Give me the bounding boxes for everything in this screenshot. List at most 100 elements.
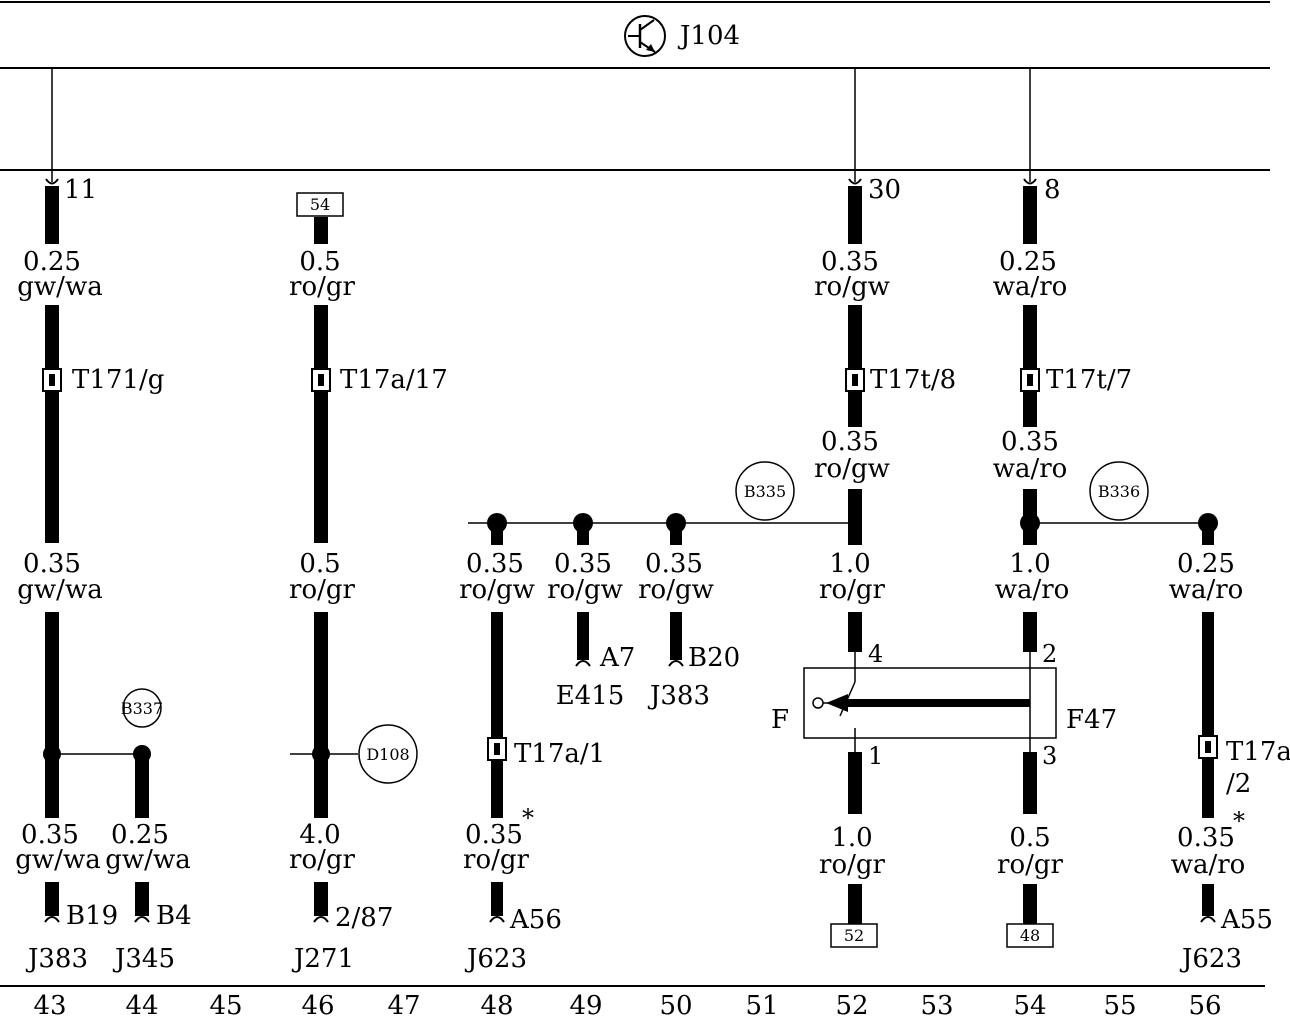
wire-color: wa/ro <box>993 454 1068 484</box>
reference-label: 48 <box>1020 926 1040 945</box>
switch-contact-icon <box>812 697 824 709</box>
column-number: 49 <box>569 991 602 1017</box>
terminal-label: B20 <box>688 643 740 673</box>
wire-size: 0.35 <box>465 820 523 850</box>
column-number: 45 <box>209 991 242 1017</box>
wire-color: ro/gr <box>819 575 885 605</box>
destination-label: J345 <box>112 944 175 974</box>
reference-box <box>830 923 878 948</box>
switch-f47: F F47 <box>771 652 1117 752</box>
wire-size: 0.35 <box>554 549 612 579</box>
wire-color: wa/ro <box>1169 575 1244 605</box>
terminal-label: B4 <box>156 901 192 931</box>
switch-actuator <box>840 699 1030 707</box>
column-number: 43 <box>33 991 66 1017</box>
terminal-icon <box>668 660 684 667</box>
wire-color: gw/wa <box>17 575 102 605</box>
wire-color: ro/gr <box>289 575 355 605</box>
wire-size: 0.35 <box>1001 427 1059 457</box>
ground-label: B337 <box>121 699 163 718</box>
destination-label: J271 <box>291 944 354 974</box>
arrow-left-icon <box>826 694 848 712</box>
pin-30: 30 <box>868 175 901 205</box>
connector-label: T171/g <box>72 365 164 395</box>
wire-color: ro/gr <box>463 845 529 875</box>
column-46-circuit: 54 0.5 ro/gr T17a/17 0.5 ro/gr D108 4.0 … <box>289 192 448 974</box>
connector-label: T17a <box>1226 737 1290 767</box>
wire-color: wa/ro <box>995 575 1070 605</box>
terminal-label: A7 <box>599 643 635 673</box>
wire-color: ro/gw <box>814 454 890 484</box>
column-44-circuit: B337 0.25 gw/wa B4 J345 <box>105 688 192 974</box>
column-number: 54 <box>1013 991 1046 1017</box>
switch-pin-2: 2 <box>1042 640 1057 668</box>
column-50-circuit: 0.35 ro/gw B20 J383 <box>638 513 740 711</box>
wire-color: gw/wa <box>15 845 100 875</box>
reference-box <box>296 192 344 217</box>
wire-color: ro/gw <box>814 272 890 302</box>
wire-size: 0.35 <box>23 549 81 579</box>
terminal-icon <box>575 660 591 667</box>
pin-11: 11 <box>64 175 97 205</box>
asterisk-note: * <box>522 804 534 832</box>
column-number-strip: 43 44 45 46 47 48 49 50 51 52 53 54 55 5… <box>0 985 1265 1017</box>
column-43-circuit: 11 0.25 gw/wa T171/g 0.35 gw/wa 0.35 gw/… <box>15 68 164 974</box>
transistor-icon <box>624 15 666 57</box>
control-module-j104: J104 <box>0 1 1270 171</box>
wire-size: 0.35 <box>21 820 79 850</box>
ground-b337: B337 <box>121 688 163 728</box>
wire-size: 0.35 <box>466 549 524 579</box>
terminal-icon <box>134 916 150 923</box>
column-number: 48 <box>480 991 513 1017</box>
ground-label: D108 <box>366 745 409 764</box>
reference-label: 54 <box>310 195 330 214</box>
terminal-label: 2/87 <box>335 903 393 933</box>
ground-b336: B336 <box>1089 461 1149 521</box>
wire-color: gw/wa <box>105 845 190 875</box>
wire-color: ro/gr <box>289 845 355 875</box>
terminal-label: A56 <box>509 905 562 935</box>
terminal-icon <box>44 916 60 923</box>
wire-color: ro/gr <box>289 272 355 302</box>
wire-size: 1.0 <box>831 823 872 853</box>
destination-label: J383 <box>647 681 710 711</box>
wire-size: 0.25 <box>23 247 81 277</box>
wire-size: 0.35 <box>645 549 703 579</box>
column-number: 55 <box>1103 991 1136 1017</box>
destination-label: E415 <box>556 681 625 711</box>
reference-box <box>1006 923 1054 948</box>
switch-pin-3: 3 <box>1042 742 1057 770</box>
switch-side-label: F <box>771 705 789 735</box>
wire-size: 0.5 <box>1009 823 1050 853</box>
column-54-circuit: 8 0.25 wa/ro T17t/7 0.35 wa/ro 1.0 wa/ro… <box>993 68 1208 948</box>
terminal-label: A55 <box>1220 905 1273 935</box>
terminal-icon <box>313 916 329 923</box>
column-number: 52 <box>835 991 868 1017</box>
wire-color: gw/wa <box>17 272 102 302</box>
ground-d108: D108 <box>358 724 418 784</box>
connector-icon <box>1198 735 1218 759</box>
switch-pin-1: 1 <box>868 742 883 770</box>
column-48-circuit: 0.35 ro/gw T17a/1 0.35 * ro/gr A56 J623 <box>459 513 605 974</box>
wire-color: ro/gw <box>459 575 535 605</box>
wire-color: wa/ro <box>993 272 1068 302</box>
wire-size: 0.25 <box>111 820 169 850</box>
module-label: J104 <box>677 21 740 51</box>
splice-point <box>312 745 330 763</box>
pin-8: 8 <box>1044 175 1061 205</box>
column-56-circuit: 0.25 wa/ro T17a /2 0.35 * wa/ro A55 J623 <box>1169 513 1290 974</box>
column-number: 46 <box>301 991 334 1017</box>
reference-label: 52 <box>844 926 864 945</box>
terminal-icon <box>1200 916 1216 923</box>
connector-icon <box>42 368 62 392</box>
column-number: 53 <box>920 991 953 1017</box>
switch-pin-4: 4 <box>868 640 883 668</box>
ground-b335: B335 <box>735 461 795 521</box>
column-number: 47 <box>387 991 420 1017</box>
destination-label: J623 <box>464 944 527 974</box>
ground-label: B335 <box>744 482 786 501</box>
wire-size: 0.35 <box>821 427 879 457</box>
wire-size: 1.0 <box>829 549 870 579</box>
connector-label: T17t/7 <box>1046 365 1132 395</box>
